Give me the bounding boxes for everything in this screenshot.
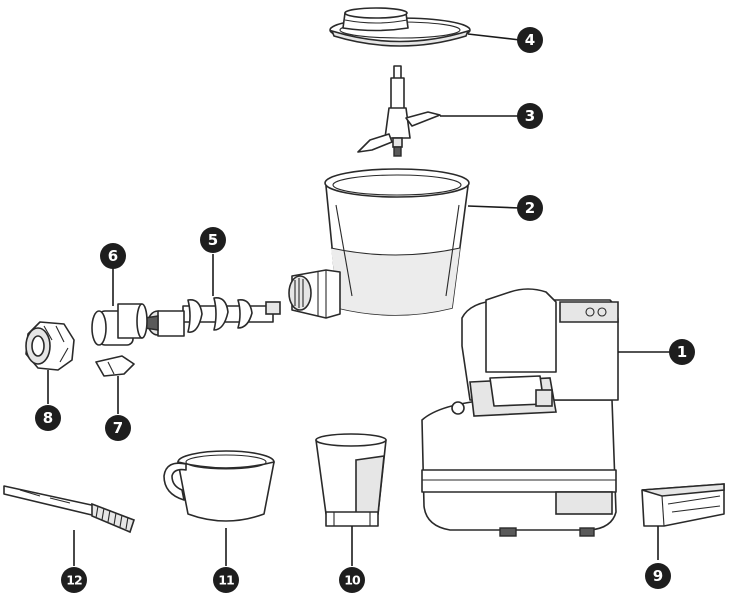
callout-badge-9: 9 <box>645 563 671 589</box>
callout-badge-5: 5 <box>200 227 226 253</box>
callout-badge-7: 7 <box>105 415 131 441</box>
callout-badge-11: 11 <box>213 567 239 593</box>
callout-number-8: 8 <box>43 409 53 427</box>
callout-number-10: 10 <box>344 573 361 588</box>
callout-number-12: 12 <box>66 573 82 588</box>
callout-number-2: 2 <box>525 199 535 217</box>
pulp-container-part <box>316 434 386 526</box>
callout-badge-10: 10 <box>339 567 365 593</box>
leader-line-4 <box>468 34 520 40</box>
juice-jug-part <box>164 451 274 521</box>
callout-badge-6: 6 <box>100 243 126 269</box>
callout-badge-4: 4 <box>517 27 543 53</box>
callout-number-4: 4 <box>525 31 535 49</box>
callout-badge-1: 1 <box>669 339 695 365</box>
locking-ring-part <box>26 322 74 370</box>
callout-badge-12: 12 <box>61 567 87 593</box>
clip-part <box>96 356 134 376</box>
drip-tray-part <box>642 484 724 526</box>
leader-line-2 <box>468 206 520 208</box>
callout-number-9: 9 <box>653 567 663 585</box>
callout-number-6: 6 <box>108 247 118 265</box>
callout-badge-2: 2 <box>517 195 543 221</box>
cleaning-brush-part <box>4 486 134 532</box>
motor-base-part <box>422 289 618 536</box>
filter-cap-part <box>92 304 147 345</box>
callout-number-11: 11 <box>218 573 234 588</box>
callout-number-3: 3 <box>525 107 535 125</box>
callout-badge-3: 3 <box>517 103 543 129</box>
auger-screw-part <box>145 298 280 336</box>
lid-part <box>330 8 470 46</box>
callout-badge-8: 8 <box>35 405 61 431</box>
callout-number-7: 7 <box>113 419 123 437</box>
callout-number-5: 5 <box>208 231 218 249</box>
stirrer-blade-part <box>358 66 440 156</box>
callout-number-1: 1 <box>677 343 687 361</box>
juicing-bowl-part <box>289 169 469 318</box>
